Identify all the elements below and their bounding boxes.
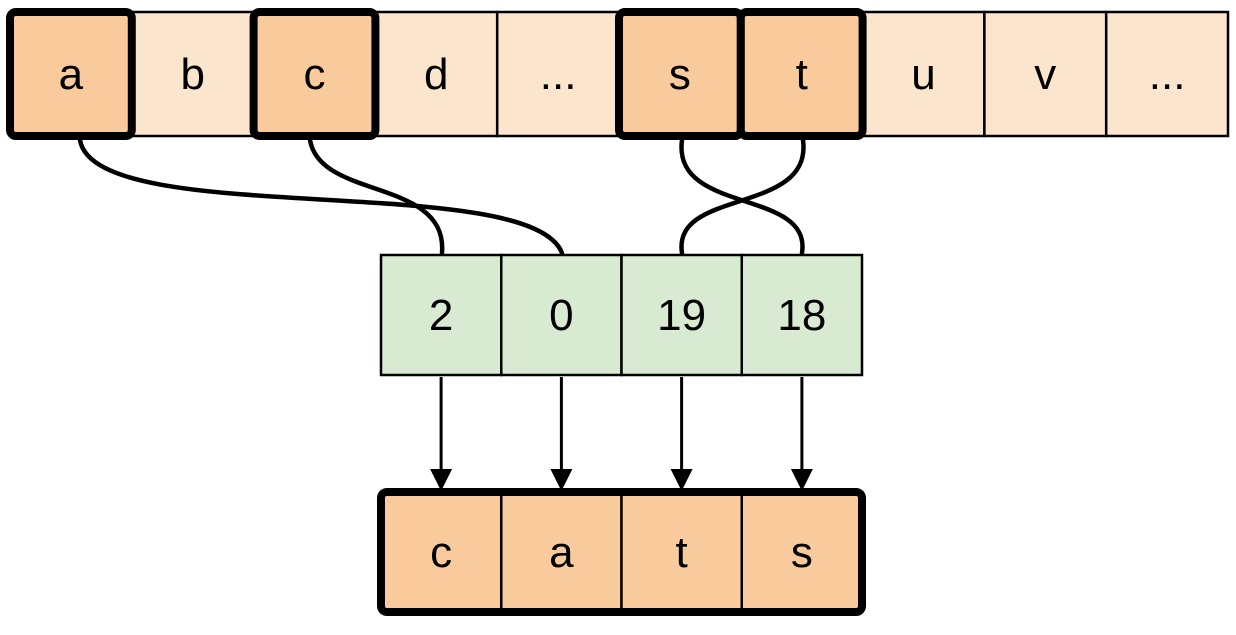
word-cell-1-box [500, 490, 623, 614]
index-cell-2-box [620, 253, 743, 377]
index-value-2: 19 [657, 291, 706, 340]
index-cell-0-box [379, 253, 503, 377]
word-cell-3-box [740, 490, 864, 614]
alphabet-cell-c-box [249, 8, 380, 140]
alphabet-cell-b-box [130, 10, 255, 138]
alphabet-cell-v-box [983, 10, 1108, 138]
alphabet-label-ellipsis2: ... [1149, 50, 1186, 99]
alphabet-label-t: t [796, 50, 808, 99]
index-value-1: 0 [549, 291, 573, 340]
arrowhead-icon-1 [550, 469, 573, 491]
word-letter-3: s [791, 528, 813, 577]
alphabet-cell-t-box [736, 8, 867, 140]
mapping-curve-a-to-0 [77, 137, 565, 256]
alphabet-label-ellipsis1: ... [540, 50, 577, 99]
word-array-outline [377, 488, 866, 616]
mapping-curve-s-to-18 [679, 137, 805, 256]
word-letter-0: c [430, 528, 452, 577]
index-to-word-arrows [430, 377, 813, 491]
alphabet-label-u: u [911, 50, 935, 99]
alphabet-label-d: d [424, 50, 448, 99]
arrowhead-icon-2 [670, 469, 693, 491]
index-cell-3-box [740, 253, 864, 377]
arrowhead-icon-3 [790, 469, 813, 491]
mapping-curves [77, 137, 806, 256]
index-array: 2 0 19 18 [379, 253, 864, 377]
alphabet-label-s: s [669, 50, 691, 99]
word-letter-1: a [549, 528, 574, 577]
alphabet-cell-d-box [374, 10, 499, 138]
alphabet-label-b: b [180, 50, 204, 99]
alphabet-cell-ellipsis2-box [1104, 10, 1230, 138]
word-letter-2: t [675, 528, 687, 577]
alphabet-cell-a-box [6, 8, 136, 140]
word-cell-2-box [620, 490, 743, 614]
alphabet-label-c: c [304, 50, 326, 99]
index-value-0: 2 [429, 291, 453, 340]
alphabet-label-a: a [59, 50, 84, 99]
alphabet-label-v: v [1034, 50, 1056, 99]
arrowhead-icon-0 [430, 469, 453, 491]
alphabet-cell-ellipsis1-box [495, 10, 621, 138]
alphabet-array: a b c d ... s t u v ... [6, 8, 1230, 140]
index-value-3: 18 [777, 291, 826, 340]
mapping-curve-t-to-19 [679, 137, 806, 256]
word-array: c a t s [377, 488, 866, 616]
mapping-curve-c-to-2 [307, 137, 445, 256]
